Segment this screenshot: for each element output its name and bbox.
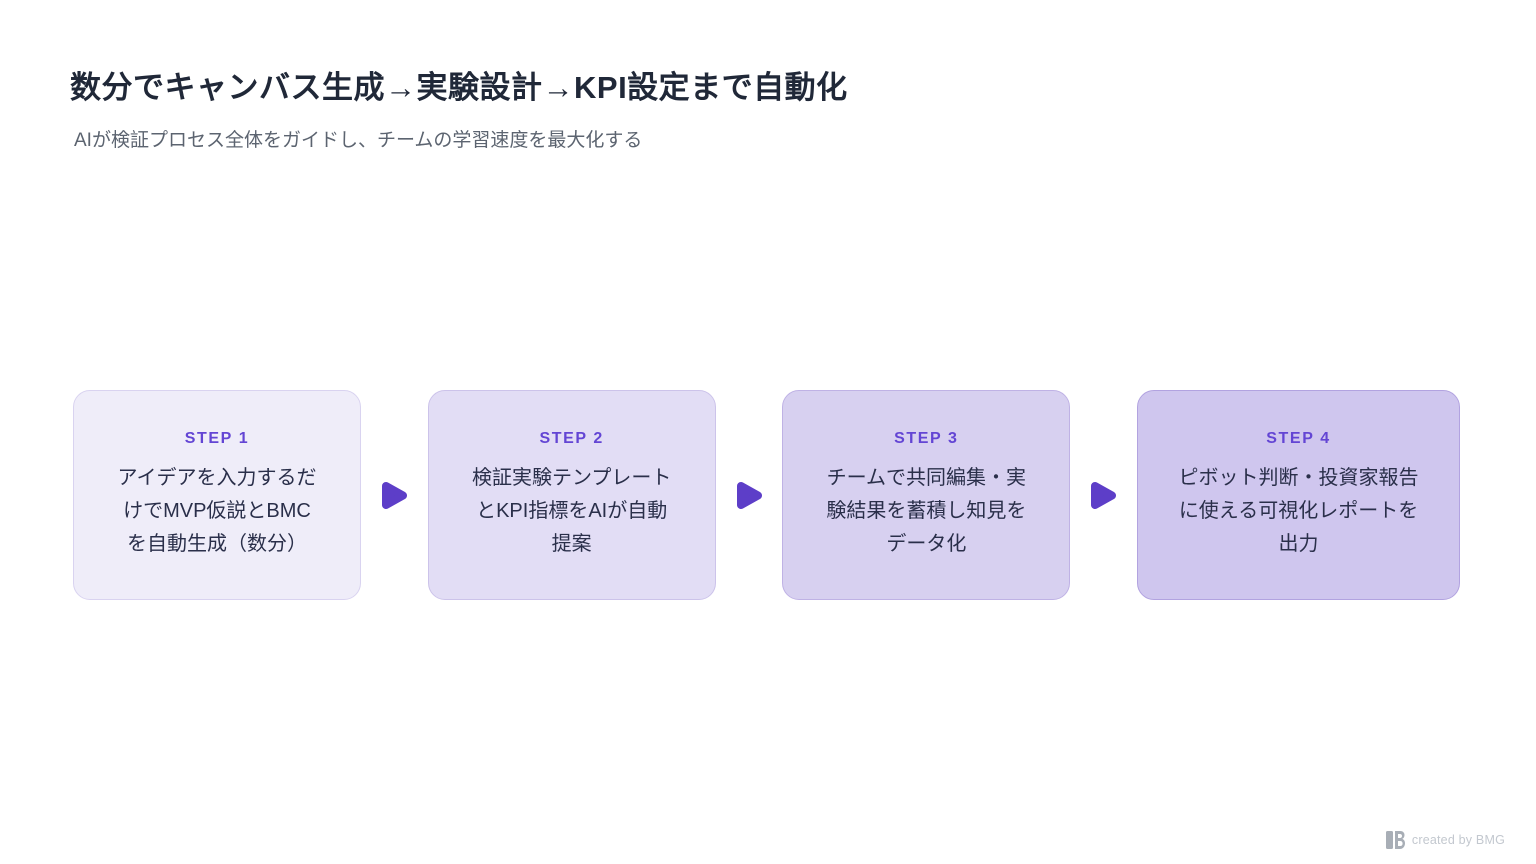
step-3-label: STEP 3 — [894, 429, 959, 447]
process-flow: STEP 1 アイデアを入力するだ けでMVP仮説とBMC を自動生成（数分） … — [73, 390, 1461, 600]
arrow-connector-1 — [361, 390, 428, 600]
step-card-4: STEP 4 ピボット判断・投資家報告 に使える可視化レポートを 出力 — [1137, 390, 1461, 600]
step-2-label: STEP 2 — [539, 429, 604, 447]
step-2-description: 検証実験テンプレート とKPI指標をAIが自動 提案 — [471, 466, 672, 555]
step-card-1: STEP 1 アイデアを入力するだ けでMVP仮説とBMC を自動生成（数分） — [73, 390, 361, 600]
arrow-right-icon — [381, 481, 407, 509]
step-4-label: STEP 4 — [1266, 429, 1331, 447]
step-1-description: アイデアを入力するだ けでMVP仮説とBMC を自動生成（数分） — [117, 466, 317, 555]
slide-subtitle: AIが検証プロセス全体をガイドし、チームの学習速度を最大化する — [74, 130, 643, 151]
slide-title: 数分でキャンバス生成→実験設計→KPI設定まで自動化 — [70, 70, 848, 105]
step-3-description: チームで共同編集・実 験結果を蓄積し知見を データ化 — [826, 466, 1027, 555]
credit-text: created by BMG — [1411, 833, 1505, 847]
step-1-label: STEP 1 — [184, 429, 250, 447]
step-4-description: ピボット判断・投資家報告 に使える可視化レポートを 出力 — [1178, 466, 1419, 555]
step-card-2: STEP 2 検証実験テンプレート とKPI指標をAIが自動 提案 — [427, 390, 716, 600]
arrow-connector-3 — [1070, 390, 1137, 600]
bmg-logo-icon — [1385, 831, 1405, 849]
step-card-3: STEP 3 チームで共同編集・実 験結果を蓄積し知見を データ化 — [782, 390, 1071, 600]
arrow-right-icon — [736, 481, 762, 509]
arrow-right-icon — [1091, 481, 1117, 509]
footer-credit: created by BMG — [1385, 831, 1505, 849]
arrow-connector-2 — [716, 390, 783, 600]
